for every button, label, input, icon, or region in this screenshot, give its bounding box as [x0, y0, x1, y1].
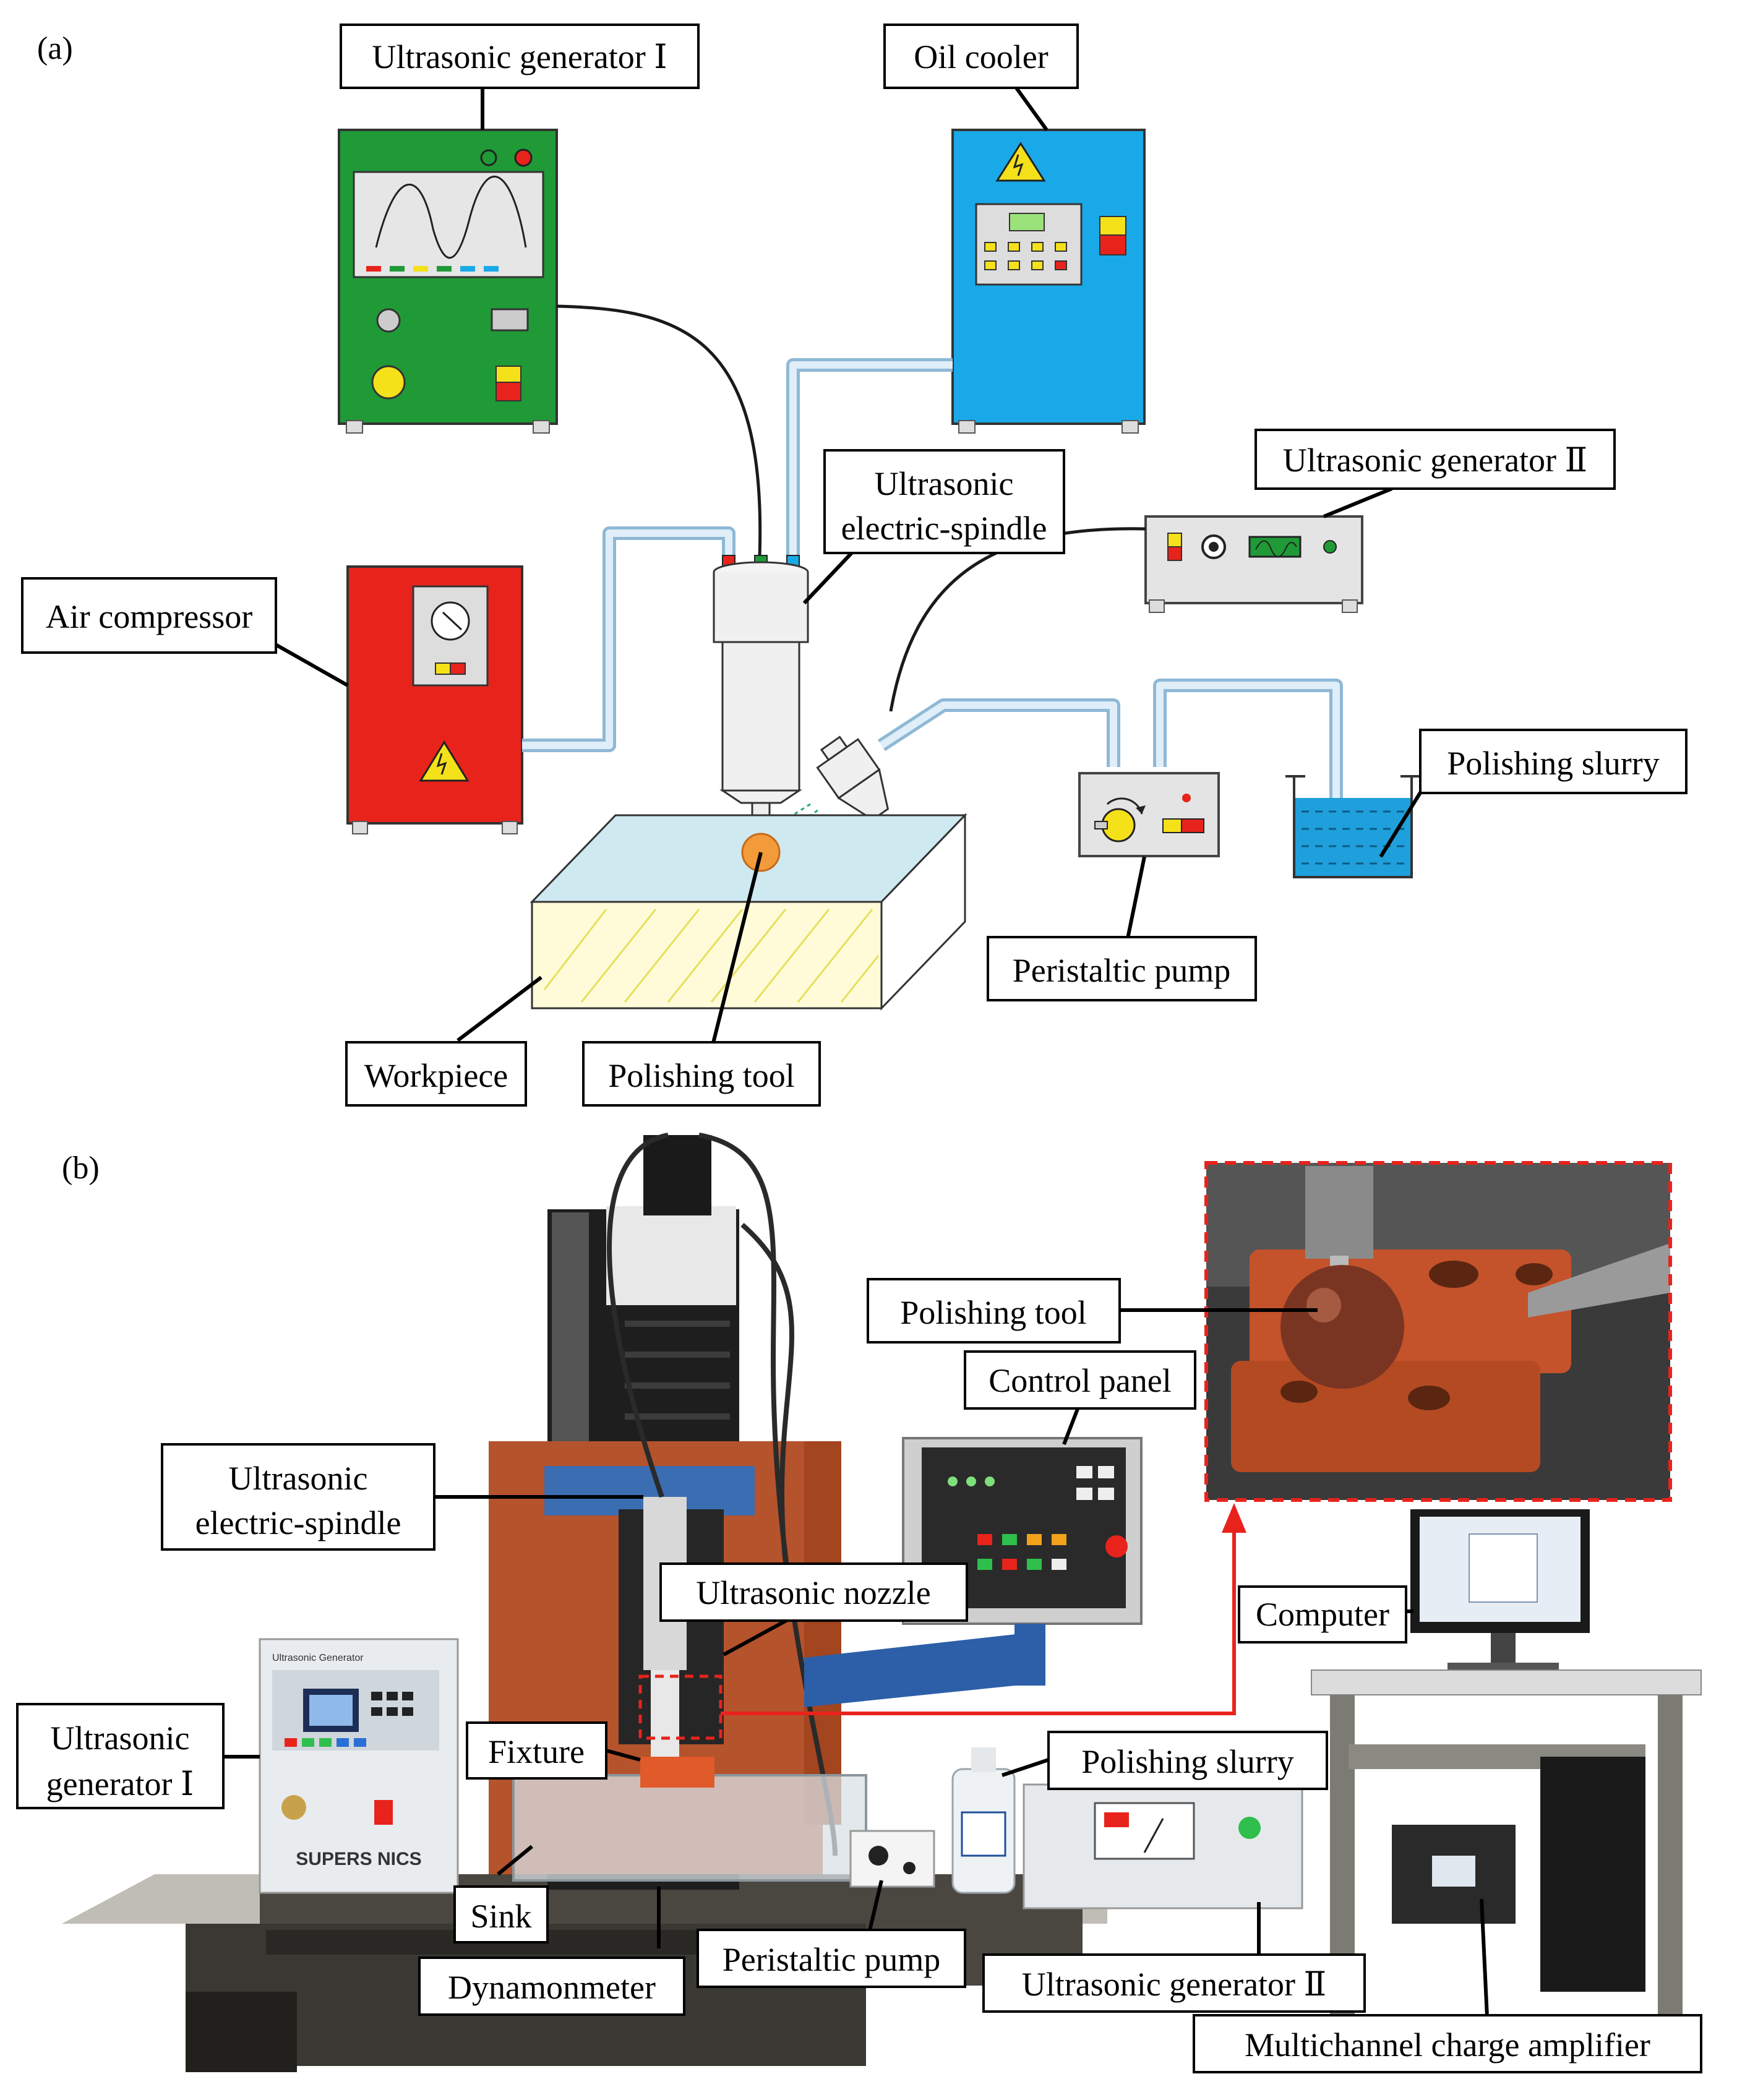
label-peristaltic-pump-b: Peristaltic pump — [697, 1929, 966, 1988]
leader-lines-a — [272, 84, 1425, 1046]
svg-text:Polishing slurry: Polishing slurry — [1081, 1743, 1294, 1780]
peristaltic-pump-device — [1078, 772, 1220, 857]
sink-device — [512, 1757, 867, 1882]
detail-region-marker — [638, 1674, 723, 1740]
label-sink: Sink — [453, 1885, 549, 1944]
label-nozzle: Ultrasonic nozzle — [659, 1562, 968, 1622]
svg-text:Computer: Computer — [1256, 1596, 1389, 1633]
label-amplifier: Multichannel charge amplifier — [1193, 2014, 1702, 2073]
label-spindle: Ultrasonic electric-spindle — [823, 449, 1065, 554]
label-spindle-b: Ultrasonic electric-spindle — [161, 1443, 435, 1551]
label-computer: Computer — [1238, 1585, 1407, 1644]
nozzle-device — [816, 735, 889, 821]
svg-text:Fixture: Fixture — [488, 1733, 585, 1770]
label-generator-1-b: Ultrasonic generator Ⅰ — [16, 1703, 225, 1809]
svg-text:Sink: Sink — [470, 1898, 531, 1935]
generator-2-cable — [889, 527, 1146, 712]
svg-text:Polishing tool: Polishing tool — [900, 1294, 1087, 1331]
svg-text:Ultrasonic: Ultrasonic — [875, 465, 1014, 502]
svg-text:Ultrasonic generator Ⅱ: Ultrasonic generator Ⅱ — [1022, 1966, 1327, 2003]
svg-text:generator Ⅰ: generator Ⅰ — [46, 1765, 194, 1802]
label-dynamometer: Dynamonmeter — [418, 1956, 685, 2016]
panel-b-label: (b) — [62, 1151, 100, 1186]
label-generator-1: Ultrasonic generator Ⅰ — [340, 24, 700, 89]
air-compressor-device — [346, 565, 523, 834]
svg-text:Control panel: Control panel — [989, 1362, 1171, 1399]
label-polishing-slurry: Polishing slurry — [1419, 729, 1688, 794]
svg-text:Ultrasonic: Ultrasonic — [51, 1720, 190, 1757]
detail-inset-photo — [1204, 1161, 1672, 1502]
label-workpiece: Workpiece — [345, 1041, 527, 1107]
svg-text:electric-spindle: electric-spindle — [841, 510, 1047, 547]
peristaltic-pump-photo — [849, 1830, 935, 1888]
svg-text:Oil cooler: Oil cooler — [914, 38, 1048, 75]
label-polishing-slurry-b: Polishing slurry — [1047, 1731, 1328, 1790]
svg-text:SUPERS NICS: SUPERS NICS — [296, 1849, 421, 1869]
svg-text:Ultrasonic Generator: Ultrasonic Generator — [272, 1653, 364, 1663]
svg-text:Peristaltic pump: Peristaltic pump — [723, 1941, 940, 1978]
label-fixture: Fixture — [466, 1721, 607, 1780]
svg-text:electric-spindle: electric-spindle — [195, 1504, 401, 1541]
svg-text:Multichannel charge amplifier: Multichannel charge amplifier — [1245, 2026, 1650, 2064]
oil-cooler-device — [951, 129, 1146, 434]
svg-text:Ultrasonic: Ultrasonic — [229, 1460, 368, 1497]
ultrasonic-spindle-device — [713, 555, 809, 834]
svg-text:Polishing slurry: Polishing slurry — [1447, 745, 1660, 782]
label-oil-cooler: Oil cooler — [883, 24, 1079, 89]
generator-2-photo — [1023, 1783, 1303, 1909]
svg-text:Workpiece: Workpiece — [364, 1057, 508, 1094]
svg-text:Polishing tool: Polishing tool — [608, 1057, 795, 1094]
svg-text:Air compressor: Air compressor — [46, 598, 252, 635]
svg-text:Ultrasonic generator Ⅰ: Ultrasonic generator Ⅰ — [372, 38, 667, 75]
detail-callout-arrow — [721, 1503, 1246, 1715]
coolant-tubes — [522, 358, 1343, 866]
svg-text:Dynamonmeter: Dynamonmeter — [448, 1969, 656, 2006]
svg-text:Ultrasonic nozzle: Ultrasonic nozzle — [696, 1574, 930, 1611]
label-control-panel: Control panel — [964, 1350, 1196, 1410]
label-polishing-tool-b: Polishing tool — [867, 1278, 1121, 1344]
generator-1-cable — [556, 304, 762, 557]
svg-text:Ultrasonic generator Ⅱ: Ultrasonic generator Ⅱ — [1283, 442, 1588, 479]
label-generator-2-b: Ultrasonic generator Ⅱ — [982, 1953, 1366, 2013]
label-generator-2: Ultrasonic generator Ⅱ — [1254, 429, 1616, 490]
svg-text:Peristaltic pump: Peristaltic pump — [1013, 952, 1230, 989]
generator-1-photo: Ultrasonic Generator SUPERS NICS — [259, 1638, 459, 1894]
ultrasonic-generator-2-device — [1144, 515, 1363, 613]
ultrasonic-generator-1-device — [338, 129, 558, 434]
panel-a-label: (a) — [37, 31, 73, 66]
label-air-compressor: Air compressor — [21, 577, 277, 654]
slurry-bottle-photo — [951, 1747, 1016, 1894]
label-polishing-tool-a: Polishing tool — [582, 1041, 821, 1107]
label-peristaltic-pump: Peristaltic pump — [987, 936, 1257, 1001]
